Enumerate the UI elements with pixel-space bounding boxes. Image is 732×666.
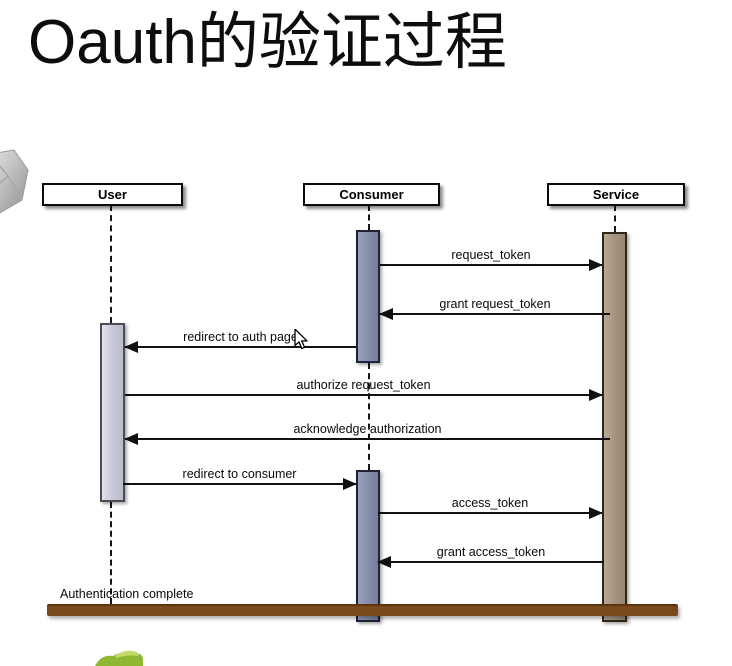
activation-bar-user (100, 323, 125, 502)
arrow-line (125, 394, 602, 396)
arrow-line (380, 264, 602, 266)
arrowhead-right-icon (589, 389, 603, 401)
authentication-complete-label: Authentication complete (60, 587, 194, 601)
gray-stone-decoration (0, 149, 29, 214)
message-label: redirect to consumer (182, 467, 297, 481)
activation-bar-service (602, 232, 627, 622)
arrow-line (123, 483, 356, 485)
arrow-line (378, 561, 604, 563)
message-label: redirect to auth page (183, 330, 298, 344)
message-request-token: request_token (380, 248, 603, 271)
arrowhead-right-icon (343, 478, 357, 490)
page-title: Oauth的验证过程 (28, 8, 507, 77)
arrowhead-right-icon (589, 507, 603, 519)
message-label: grant access_token (436, 545, 546, 559)
actor-label-service: Service (592, 187, 640, 202)
message-label: grant request_token (439, 297, 551, 311)
arrow-line (380, 313, 610, 315)
message-label: access_token (451, 496, 529, 510)
actor-label-user: User (98, 187, 127, 202)
lifeline-service (614, 205, 616, 232)
arrowhead-right-icon (589, 259, 603, 271)
actor-box-consumer: Consumer (303, 183, 440, 206)
arrow-line (125, 438, 610, 440)
lifeline-user-lower (110, 502, 112, 604)
arrow-line (125, 346, 356, 348)
message-grant-request-token: grant request_token (379, 297, 610, 320)
arrowhead-left-icon (124, 341, 138, 353)
lifeline-user (110, 205, 112, 323)
mouse-cursor-icon[interactable] (294, 329, 310, 351)
message-authorize-request-token: authorize request_token (125, 378, 603, 401)
activation-bar-consumer-2 (356, 470, 380, 622)
green-plant-decoration (95, 650, 143, 666)
actor-box-user: User (42, 183, 183, 206)
message-grant-access-token: grant access_token (377, 545, 604, 568)
arrowhead-left-icon (379, 308, 393, 320)
lifeline-consumer (368, 205, 370, 230)
arrowhead-left-icon (124, 433, 138, 445)
message-acknowledge-authorization: acknowledge authorization (124, 422, 610, 445)
lifeline-consumer-middle (368, 363, 370, 470)
arrowhead-left-icon (377, 556, 391, 568)
actor-box-service: Service (547, 183, 685, 206)
message-redirect-to-consumer: redirect to consumer (123, 467, 357, 490)
arrow-line (378, 512, 602, 514)
message-label: request_token (451, 248, 531, 262)
activation-bar-consumer-1 (356, 230, 380, 363)
message-label: authorize request_token (296, 378, 431, 392)
message-redirect-to-auth-page: redirect to auth page (124, 330, 356, 353)
actor-label-consumer: Consumer (339, 187, 404, 202)
message-label: acknowledge authorization (293, 422, 442, 436)
authentication-complete-bar (47, 604, 678, 616)
message-access-token: access_token (378, 496, 603, 519)
